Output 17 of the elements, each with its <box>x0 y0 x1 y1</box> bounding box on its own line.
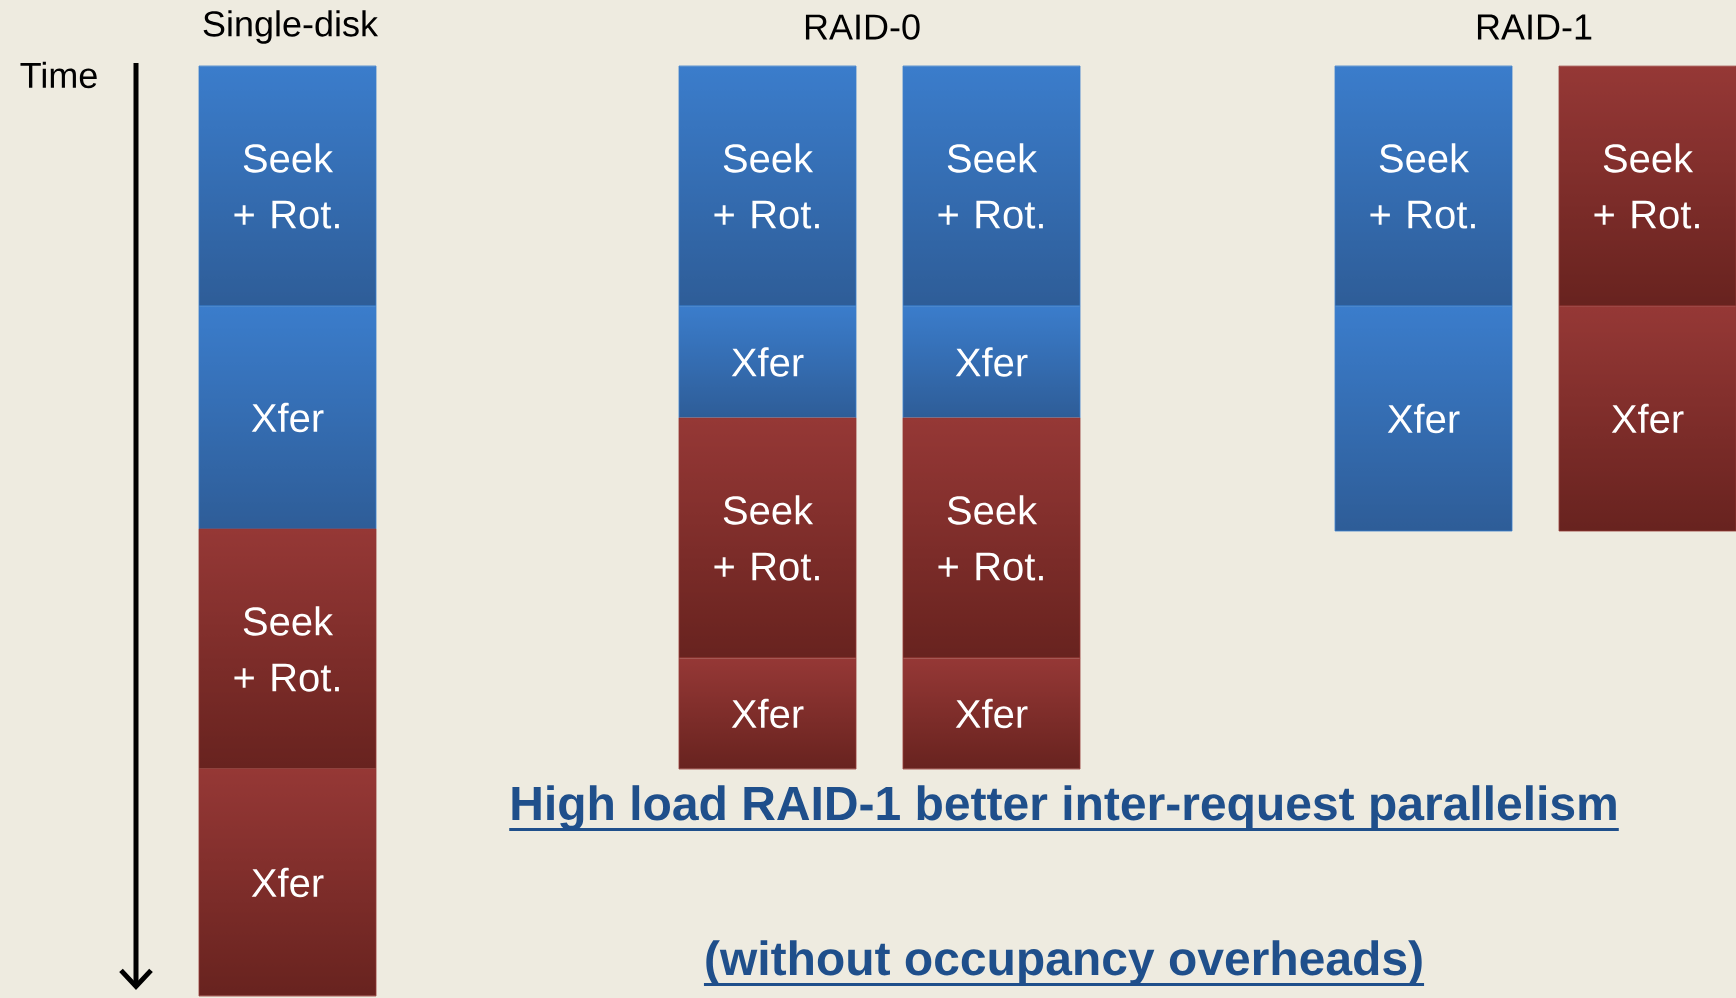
time-block: Xfer <box>678 657 857 770</box>
time-block: Seek + Rot. <box>1334 65 1513 307</box>
time-block: Xfer <box>1334 305 1513 532</box>
time-block: Xfer <box>198 305 377 530</box>
time-block: Seek + Rot. <box>1558 65 1736 307</box>
time-block: Seek + Rot. <box>198 528 377 770</box>
time-block: Xfer <box>902 657 1081 770</box>
column-heading: RAID-0 <box>805 14 920 40</box>
axis-label: Time <box>20 61 97 89</box>
note-text: (without occupancy overheads) <box>703 940 1425 986</box>
time-block: Xfer <box>678 305 857 419</box>
time-block: Xfer <box>902 305 1081 419</box>
time-block: Xfer <box>198 768 377 997</box>
time-block: Seek + Rot. <box>198 65 377 307</box>
column-heading: RAID-1 <box>1477 14 1592 40</box>
note-text: High load RAID-1 better inter-request parallelism <box>509 785 1619 831</box>
time-block: Xfer <box>1558 305 1736 532</box>
